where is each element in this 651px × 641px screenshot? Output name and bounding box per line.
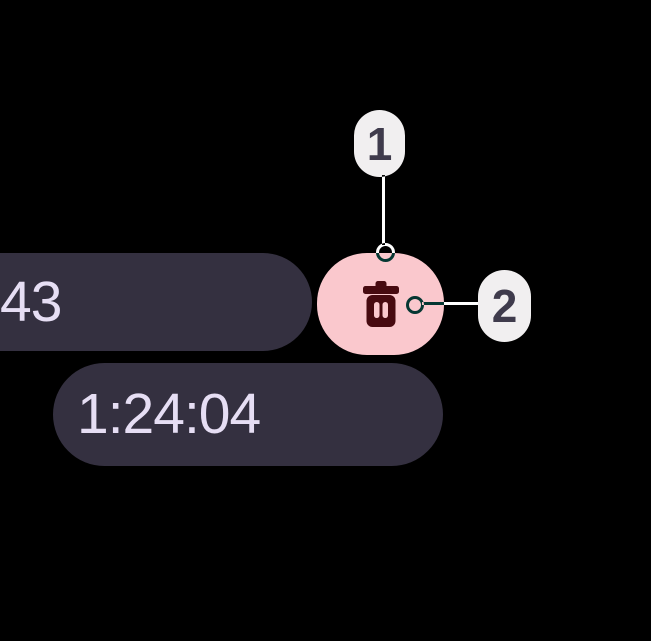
annotation-callout-2-label: 2	[491, 280, 518, 332]
annotation-line-2	[422, 302, 478, 305]
timer-remaining-label: 43	[0, 269, 62, 334]
annotation-endpoint-circle-2	[406, 296, 424, 314]
timer-remaining-chip[interactable]: 43	[0, 253, 312, 351]
timer-total-label: 1:24:04	[77, 382, 261, 446]
trash-icon	[362, 281, 399, 327]
annotation-line-1	[382, 175, 385, 245]
annotation-callout-1: 1	[354, 110, 405, 177]
timer-total-chip: 1:24:04	[53, 363, 443, 466]
annotation-callout-1-label: 1	[366, 117, 393, 170]
annotation-endpoint-circle-1	[376, 243, 395, 262]
annotation-callout-2: 2	[478, 270, 531, 342]
